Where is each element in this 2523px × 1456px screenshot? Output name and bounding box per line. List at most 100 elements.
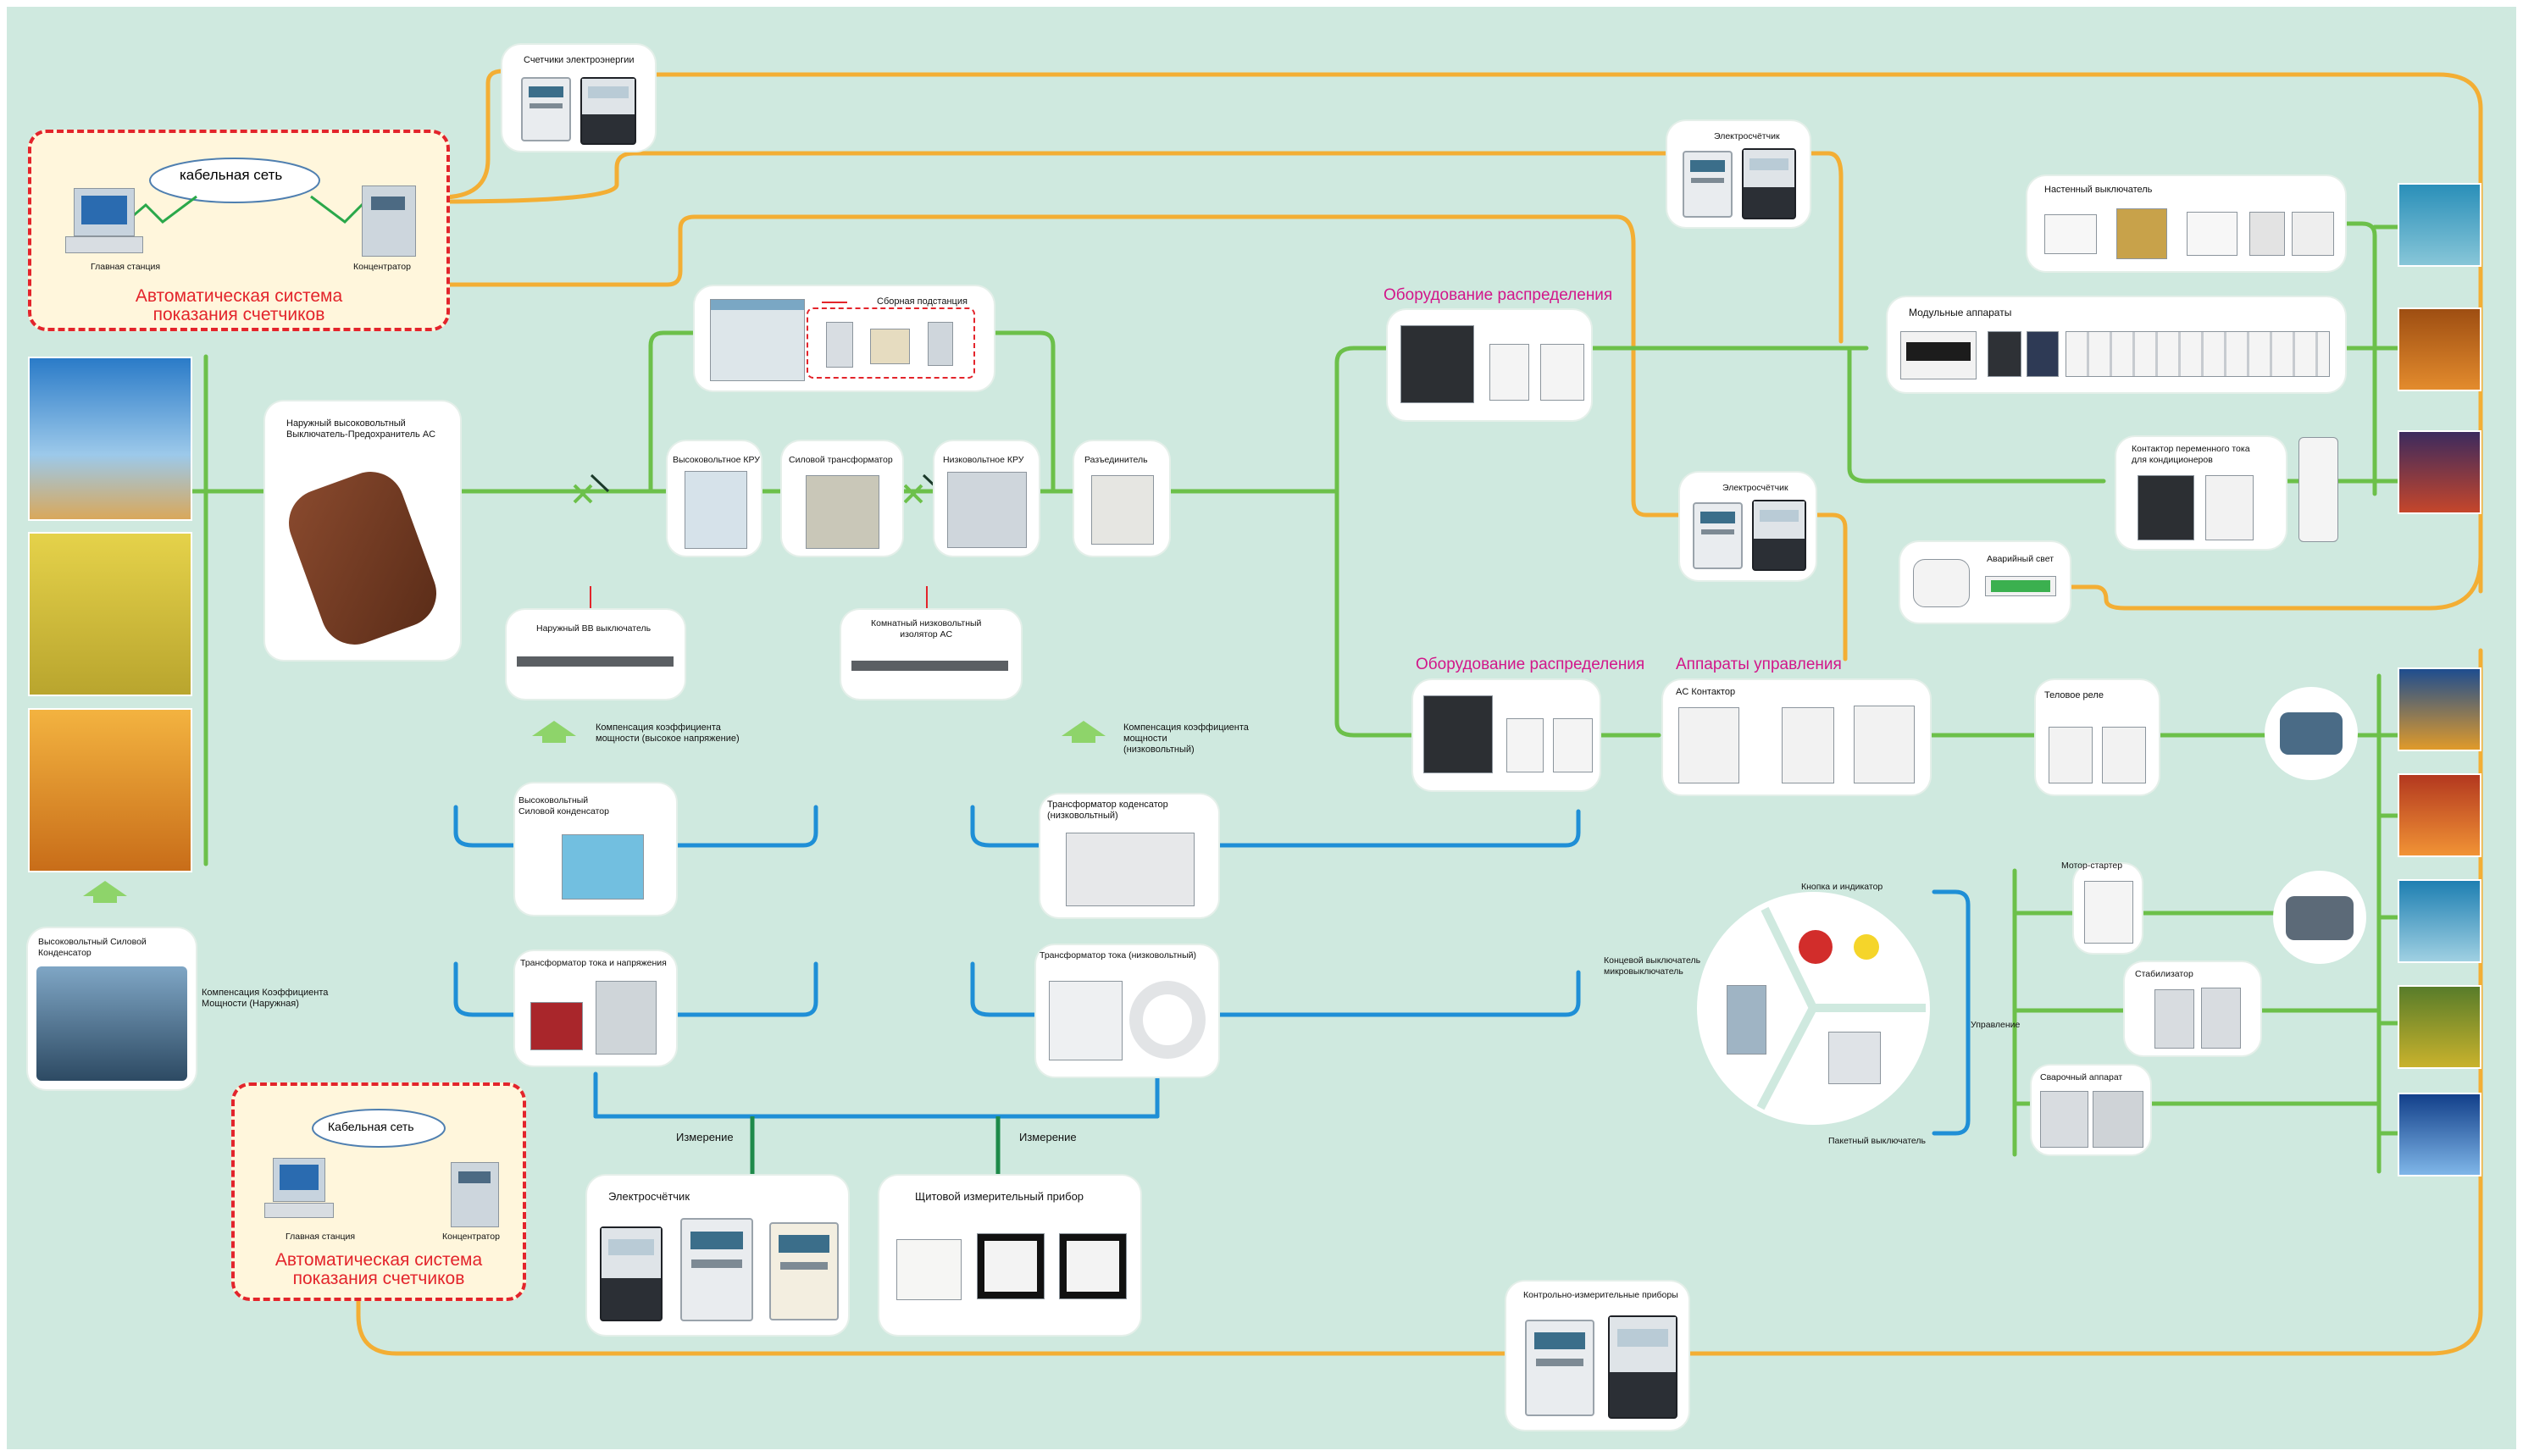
up-arrow-icon — [83, 881, 127, 903]
elektro-meter-bottom-label: Электросчётчик — [608, 1190, 690, 1203]
meter-icon — [521, 77, 571, 141]
ams-bottom-concentrator-label: Концентратор — [442, 1232, 500, 1242]
ams-bottom-station-label: Главная станция — [286, 1232, 356, 1242]
photo-office — [2398, 183, 2481, 267]
fuse-insulator-icon — [279, 462, 446, 655]
switch-rail-icon — [851, 661, 1008, 671]
diagram-canvas: кабельная сеть Главная станция Концентра… — [7, 7, 2516, 1449]
hv-switch-fuse-label: Наружный высоковольтный Выключатель-Пред… — [286, 418, 436, 440]
hv-power-capacitor-card: Высоковольтный Силовой конденсатор — [515, 783, 676, 915]
rcd-icon — [1988, 331, 2021, 377]
cabinet-icon — [928, 322, 953, 366]
voltage-transformer-icon — [596, 981, 657, 1055]
distribution-heading-1: Оборудование распределения — [1383, 286, 1613, 304]
ct-vt-label: Трансформатор тока и напряжения — [520, 958, 667, 968]
meter-icon — [1525, 1320, 1594, 1416]
distribution-card-1 — [1388, 310, 1591, 420]
meter-icon — [1683, 151, 1733, 218]
motor-starter-card: Мотор-стартер — [2061, 861, 2142, 953]
orange-line-5 — [438, 214, 1683, 518]
switch-plate-icon — [2292, 212, 2334, 256]
outdoor-vv-switch-label: Наружный ВВ выключатель — [536, 623, 652, 634]
lv-kru-label: Низковольтное КРУ — [943, 455, 1024, 465]
breaker-icon — [1091, 475, 1154, 545]
photo-welding — [2398, 1093, 2481, 1176]
prefab-substation-card: Сборная подстанция — [695, 286, 994, 390]
transformer-icon — [806, 475, 879, 549]
blue-lv-cap-r — [1216, 809, 1581, 848]
photo-pylon-sunset — [28, 708, 192, 872]
orange-line-9 — [356, 1292, 1509, 1356]
switch-symbol-1b — [573, 484, 593, 504]
orange-line-4 — [1783, 151, 1844, 344]
ct-vt-card: Трансформатор тока и напряжения — [515, 951, 676, 1066]
computer-base — [264, 1203, 334, 1218]
stabilizer-icon — [2201, 988, 2241, 1049]
meter-icon — [600, 1226, 663, 1321]
stabilizer-card: Стабилизатор — [2125, 962, 2260, 1055]
prefab-dash-box — [807, 307, 975, 379]
switch-plate-icon — [2187, 212, 2237, 256]
photo-factory-machine — [2398, 985, 2481, 1069]
mcb-row-icon — [2066, 331, 2330, 377]
contactor-icon — [1678, 707, 1739, 783]
contactor-icon — [2138, 475, 2194, 540]
cabinet-icon — [685, 471, 747, 549]
ac-contactor-aircon-label: Контактор переменного тока для кондицион… — [2132, 444, 2250, 465]
power-transformer-card: Силовой трансформатор — [782, 441, 902, 556]
orange-line-7 — [2067, 555, 2483, 611]
energy-meters-top-card: Счетчики электроэнергии — [502, 45, 655, 151]
orange-line-2 — [648, 72, 2483, 594]
panel-meter-label: Щитовой измерительный прибор — [915, 1190, 1084, 1203]
mccb-icon — [1489, 344, 1529, 401]
capacitor-icon — [562, 834, 644, 900]
capacitor-transformer-card: Трансформатор коденсатор (низковольтный) — [1040, 794, 1218, 917]
concentrator-icon — [362, 185, 416, 257]
cloud-icon — [312, 1109, 446, 1148]
photo-refinery — [2398, 667, 2481, 751]
switch-blade-1 — [590, 473, 610, 493]
photo-power-lines — [28, 357, 192, 521]
ams-top-cloud-label: кабельная сеть — [180, 167, 283, 183]
rcd-icon — [2027, 331, 2059, 377]
thermal-relay-card: Теловое реле — [2036, 680, 2159, 794]
photo-capacitor-bank — [36, 966, 187, 1081]
orange-line-8 — [1686, 648, 2483, 1356]
red-pointer-icon — [590, 586, 591, 608]
contactor-icon — [1854, 706, 1915, 783]
package-switch-icon — [1828, 1032, 1881, 1084]
ams-top-station-label: Главная станция — [91, 262, 161, 272]
gauge-icon — [1059, 1233, 1127, 1299]
meter-icon — [1742, 148, 1796, 219]
aircon-unit-icon — [2298, 437, 2338, 542]
orange-line-3 — [438, 151, 1670, 204]
distribution-board-icon — [1900, 331, 1977, 379]
wall-switch-card: Настенный выключатель — [2027, 176, 2345, 271]
elektro-meter-card-1: Электросчётчик — [1667, 121, 1810, 227]
elektro-meter-card-2: Электросчётчик — [1680, 473, 1816, 580]
meter-icon — [1608, 1315, 1677, 1419]
comp-lv-label: Компенсация коэффициента мощности (низко… — [1123, 722, 1249, 755]
computer-icon — [273, 1158, 325, 1202]
welder-icon — [2040, 1091, 2088, 1148]
air-breaker-icon — [1400, 325, 1474, 403]
cabinet-icon — [826, 322, 853, 368]
lv-kru-card: Низковольтное КРУ — [934, 441, 1039, 556]
hv-kru-label: Высоковольтное КРУ — [673, 455, 760, 465]
ams-top-title: Автоматическая система показания счетчик… — [135, 286, 343, 324]
transformer-icon — [870, 329, 910, 364]
meter-icon — [1693, 502, 1743, 569]
distribution-heading-2: Оборудование распределения — [1416, 656, 1645, 673]
exit-sign-icon — [1985, 576, 2056, 596]
emergency-light-card: Аварийный свет — [1900, 542, 2070, 623]
capacitor-icon — [1066, 833, 1195, 906]
disconnector-label: Разъединитель — [1084, 455, 1148, 465]
computer-icon — [74, 188, 135, 236]
package-switch-label: Пакетный выключатель — [1828, 1136, 1926, 1146]
contactor-icon — [1782, 707, 1834, 783]
ct-ring-icon — [1129, 981, 1206, 1059]
control-instruments-card: Контрольно-измерительные приборы — [1506, 1282, 1688, 1430]
concentrator-icon — [451, 1162, 499, 1227]
green-upper-to-ac — [1847, 346, 2106, 484]
cabinet-icon — [947, 472, 1027, 548]
